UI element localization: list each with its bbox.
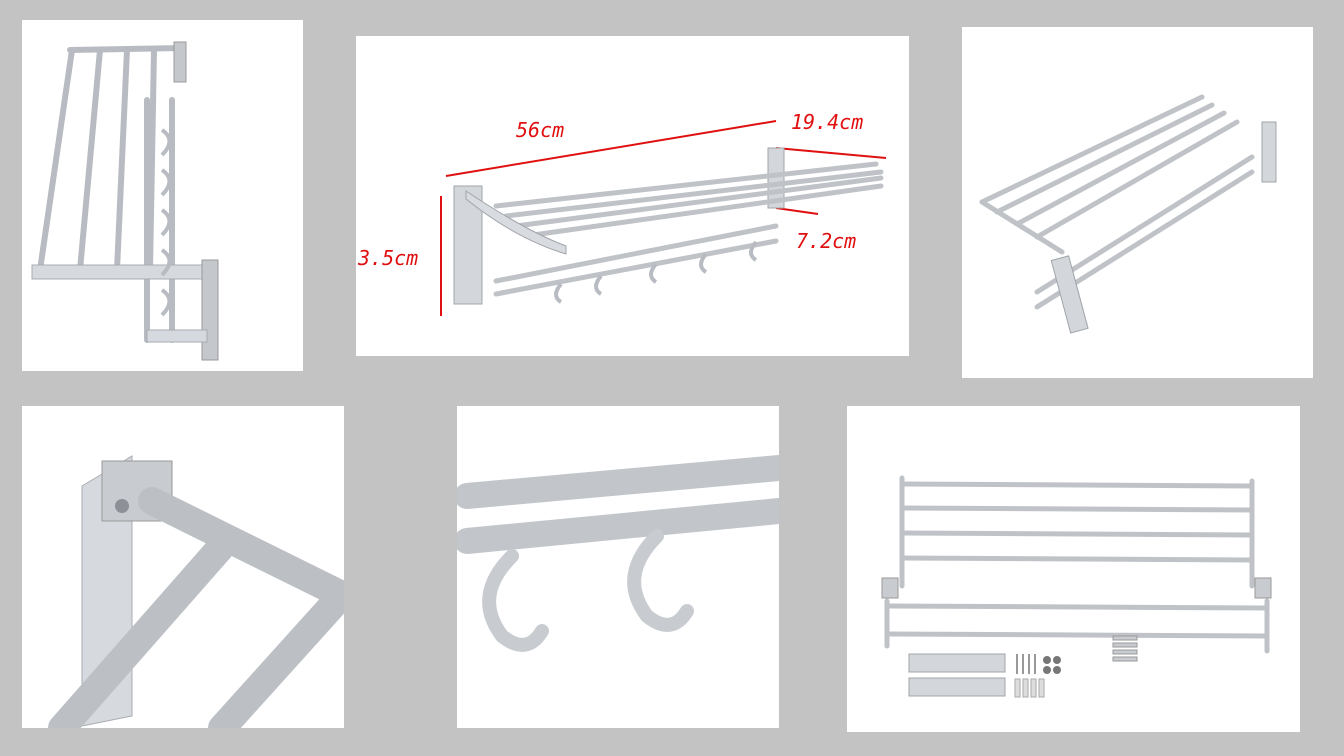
hook-depth-label: 7.2cm — [796, 229, 857, 253]
screw-icon — [115, 499, 129, 513]
product-photo-front-view — [22, 20, 303, 371]
mounting-plate — [908, 677, 1006, 697]
product-photo-hook-closeup — [457, 406, 779, 728]
product-photo-dimensions: 56cm 19.4cm 3.5cm 7.2cm — [356, 36, 909, 356]
depth-label: 19.4cm — [791, 110, 864, 134]
towel-rack-dimension-illustration — [440, 120, 887, 316]
towel-rack-angled-illustration — [979, 94, 1277, 334]
screws — [1016, 654, 1036, 674]
screw-caps — [1043, 656, 1061, 674]
hooks — [1112, 635, 1138, 662]
wall-anchors — [1014, 678, 1045, 698]
bracket-closeup-illustration — [48, 455, 344, 728]
product-photo-package-contents — [847, 406, 1300, 732]
length-dimension-line — [445, 120, 777, 177]
hook-closeup-illustration — [457, 455, 779, 652]
product-photo-bracket-closeup — [22, 406, 344, 728]
towel-rack-front-illustration — [31, 41, 219, 361]
product-photo-angled-view — [962, 27, 1313, 378]
hook-dimension-line — [775, 207, 819, 215]
package-contents-illustration — [881, 475, 1272, 698]
depth-dimension-line — [775, 147, 887, 159]
length-label: 56cm — [516, 118, 565, 142]
mounting-plate — [908, 653, 1006, 673]
height-label: 3.5cm — [358, 246, 419, 270]
